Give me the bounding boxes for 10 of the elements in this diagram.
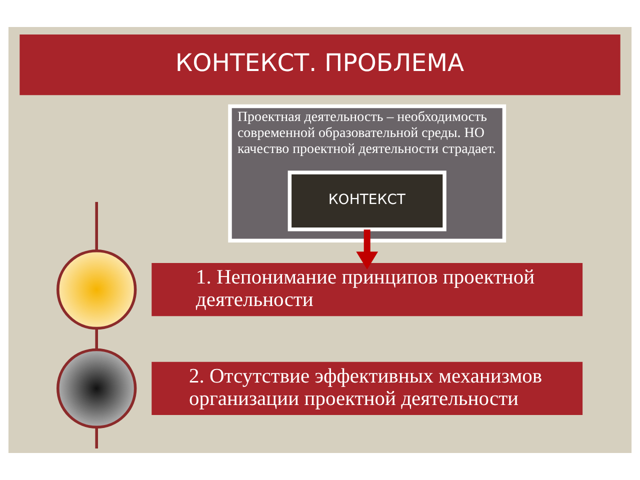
node-box: 1. Непонимание принципов проектной деятельности	[152, 262, 583, 316]
node-picture	[56, 249, 137, 330]
node-box: КОНТЕКСТ	[288, 170, 446, 232]
diagram-title: КОНТЕКСТ. ПРОБЛЕМА	[175, 48, 464, 78]
connector	[95, 202, 98, 251]
connector	[95, 427, 98, 448]
connector	[95, 328, 98, 350]
node-box: 2. Отсутствие эффективных механизмов организации проектной деятельности	[152, 362, 583, 416]
arrow	[356, 230, 378, 270]
node-picture	[56, 348, 137, 429]
